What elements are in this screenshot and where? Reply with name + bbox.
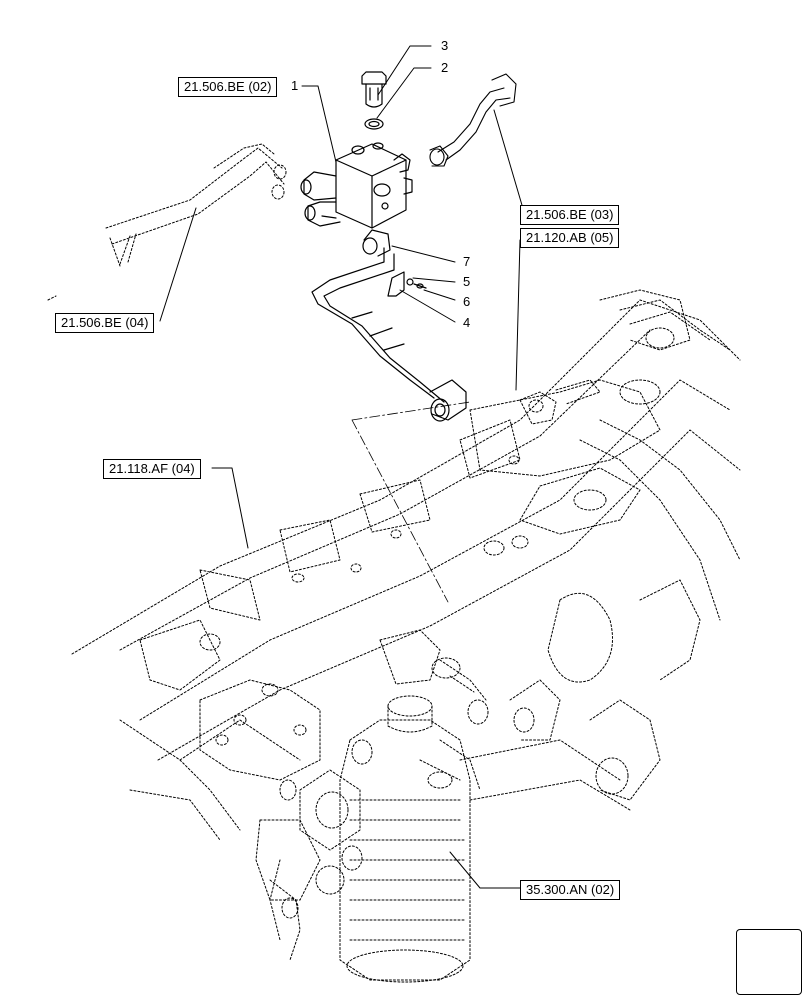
assembly-dashdot-line	[351, 401, 471, 603]
next-page-button[interactable]	[736, 929, 802, 995]
part-number-2: 2	[441, 60, 449, 75]
upper-left-phantom-pipe	[47, 143, 287, 301]
part-number-4: 4	[463, 315, 471, 330]
banjo-bolt	[361, 71, 387, 130]
leader-lines	[159, 45, 525, 889]
part-number-5: 5	[463, 274, 471, 289]
part-number-7: 7	[463, 254, 471, 269]
chassis-frame	[71, 289, 741, 841]
pipe-with-bracket	[311, 229, 467, 422]
lower-assembly	[199, 629, 489, 983]
part-number-1: 1	[291, 78, 299, 93]
ref-label-21-118-af-04[interactable]: 21.118.AF (04)	[103, 459, 201, 479]
ref-label-35-300-an-02[interactable]: 35.300.AN (02)	[520, 880, 621, 900]
upper-right-pipe	[429, 73, 517, 167]
part-number-6: 6	[463, 294, 471, 309]
valve-block	[300, 142, 413, 229]
ref-label-21-506-be-02[interactable]: 21.506.BE (02)	[178, 77, 278, 97]
ref-label-21-120-ab-05[interactable]: 21.120.AB (05)	[520, 228, 620, 248]
part-number-3: 3	[441, 38, 449, 53]
ref-label-21-506-be-03[interactable]: 21.506.BE (03)	[520, 205, 620, 225]
ref-label-21-506-be-04[interactable]: 21.506.BE (04)	[55, 313, 155, 333]
